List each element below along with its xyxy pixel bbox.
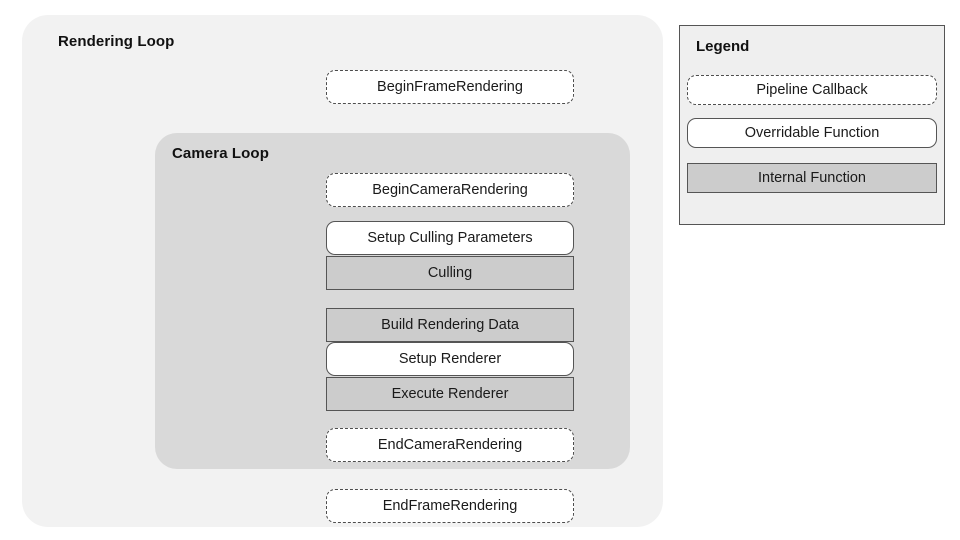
node-build-rendering-data[interactable]: Build Rendering Data bbox=[326, 308, 574, 342]
node-end-frame-rendering[interactable]: EndFrameRendering bbox=[326, 489, 574, 523]
node-begin-camera-rendering[interactable]: BeginCameraRendering bbox=[326, 173, 574, 207]
legend-item-overridable-function: Overridable Function bbox=[687, 118, 937, 148]
node-begin-frame-rendering[interactable]: BeginFrameRendering bbox=[326, 70, 574, 104]
node-setup-culling-parameters[interactable]: Setup Culling Parameters bbox=[326, 221, 574, 255]
node-end-camera-rendering[interactable]: EndCameraRendering bbox=[326, 428, 574, 462]
camera-loop-title: Camera Loop bbox=[172, 145, 269, 162]
legend-item-internal-function: Internal Function bbox=[687, 163, 937, 193]
node-culling[interactable]: Culling bbox=[326, 256, 574, 290]
legend-item-pipeline-callback: Pipeline Callback bbox=[687, 75, 937, 105]
rendering-loop-title: Rendering Loop bbox=[58, 33, 175, 50]
legend-title: Legend bbox=[696, 38, 750, 55]
node-execute-renderer[interactable]: Execute Renderer bbox=[326, 377, 574, 411]
node-setup-renderer[interactable]: Setup Renderer bbox=[326, 342, 574, 376]
